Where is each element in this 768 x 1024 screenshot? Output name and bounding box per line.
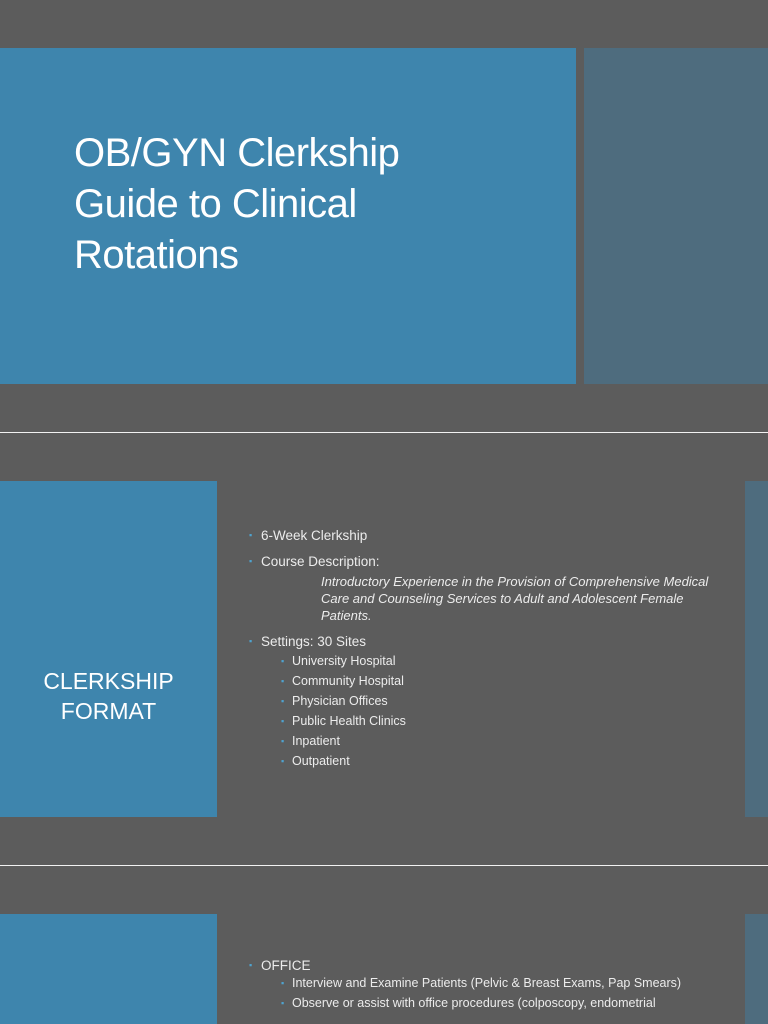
title-slide: OB/GYN Clerkship Guide to Clinical Rotat… (0, 0, 768, 432)
office-task: Observe or assist with office procedures… (292, 996, 656, 1010)
office-label: OFFICE (261, 958, 311, 973)
title-panel (0, 48, 576, 384)
list-item: ▪ Course Description: (249, 553, 719, 570)
bullet-icon: ▪ (281, 998, 285, 1008)
clerkship-length: 6-Week Clerkship (261, 528, 368, 543)
site-item: Community Hospital (292, 674, 404, 688)
list-item: ▪ Observe or assist with office procedur… (249, 995, 687, 1011)
accent-strip (745, 481, 768, 817)
list-item: ▪ Physician Offices (249, 693, 719, 709)
settings-label: Settings: 30 Sites (261, 634, 367, 649)
list-item: ▪ Settings: 30 Sites (249, 633, 719, 650)
list-item: ▪ OFFICE (249, 957, 719, 974)
site-item: Outpatient (292, 754, 350, 768)
bullet-icon: ▪ (281, 696, 285, 706)
slide-divider (0, 432, 768, 433)
bullet-icon: ▪ (281, 656, 285, 666)
site-item: Inpatient (292, 734, 340, 748)
course-description: Introductory Experience in the Provision… (321, 574, 709, 623)
section-title: CLERKSHIP FORMAT (43, 668, 174, 724)
list-item: ▪ Outpatient (249, 753, 719, 769)
bullet-icon: ▪ (249, 530, 253, 540)
section-panel (0, 914, 217, 1024)
site-item: University Hospital (292, 654, 396, 668)
section-panel: CLERKSHIP FORMAT (0, 481, 217, 817)
slide-title: OB/GYN Clerkship Guide to Clinical Rotat… (74, 131, 400, 277)
list-item: ▪ 6-Week Clerkship (249, 527, 719, 544)
bullet-icon: ▪ (281, 756, 285, 766)
accent-panel (584, 48, 768, 384)
site-item: Public Health Clinics (292, 714, 406, 728)
list-item: ▪ Public Health Clinics (249, 713, 719, 729)
bullet-icon: ▪ (281, 676, 285, 686)
list-item: ▪ Community Hospital (249, 673, 719, 689)
bullet-icon: ▪ (249, 556, 253, 566)
site-item: Physician Offices (292, 694, 388, 708)
bullet-icon: ▪ (249, 636, 253, 646)
slide-content: ▪ 6-Week Clerkship ▪ Course Description:… (249, 527, 719, 773)
accent-strip (745, 914, 768, 1024)
course-description-label: Course Description: (261, 554, 380, 569)
bullet-icon: ▪ (281, 978, 285, 988)
list-item: ▪ Inpatient (249, 733, 719, 749)
office-slide: ▪ OFFICE ▪ Interview and Examine Patient… (0, 866, 768, 1024)
list-item: ▪ Interview and Examine Patients (Pelvic… (249, 976, 687, 991)
list-item: ▪ University Hospital (249, 653, 719, 669)
slide-content: ▪ OFFICE ▪ Interview and Examine Patient… (249, 957, 719, 1015)
slide-divider (0, 865, 768, 866)
bullet-icon: ▪ (281, 736, 285, 746)
clerkship-format-slide: CLERKSHIP FORMAT ▪ 6-Week Clerkship ▪ Co… (0, 433, 768, 865)
bullet-icon: ▪ (249, 960, 253, 970)
office-task: Interview and Examine Patients (Pelvic &… (292, 976, 682, 990)
bullet-icon: ▪ (281, 716, 285, 726)
